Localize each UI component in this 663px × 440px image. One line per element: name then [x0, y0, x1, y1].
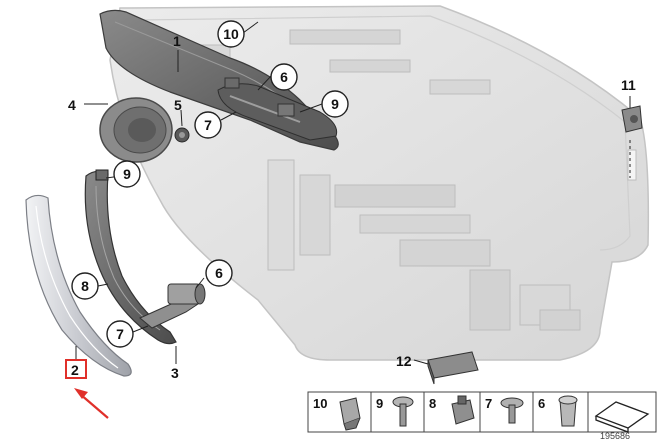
legend-clip-icon	[339, 397, 361, 431]
handle-mount-bracket	[139, 283, 206, 329]
callout-8: 8	[71, 272, 99, 300]
door-handle	[217, 77, 338, 141]
svg-text:9: 9	[123, 166, 131, 182]
label-part-5: 5	[174, 97, 182, 113]
svg-text:8: 8	[81, 278, 89, 294]
callout-6-lower: 6	[205, 259, 233, 287]
label-part-1: 1	[173, 33, 181, 49]
leader-lines	[75, 21, 631, 370]
callout-10: 10	[217, 20, 245, 48]
legend-label-9: 9	[376, 396, 383, 411]
pull-handle-bracket	[84, 169, 177, 345]
svg-text:9: 9	[331, 96, 339, 112]
legend-panel-symbol-icon	[594, 401, 650, 433]
svg-text:2: 2	[71, 362, 79, 378]
label-part-11: 11	[621, 77, 636, 93]
label-part-4: 4	[68, 97, 76, 113]
callout-7-lower: 7	[106, 320, 134, 348]
svg-text:10: 10	[223, 26, 239, 42]
label-part-3: 3	[171, 365, 179, 381]
legend-bolt-icon	[500, 397, 524, 424]
svg-text:6: 6	[215, 265, 223, 281]
legend-label-7: 7	[485, 396, 492, 411]
svg-text:7: 7	[204, 117, 212, 133]
silver-trim-strip	[25, 194, 132, 377]
svg-text:6: 6	[280, 69, 288, 85]
speaker-cover	[99, 97, 173, 163]
diagram-id: 195686	[600, 431, 630, 440]
clip-part-11	[621, 105, 643, 178]
legend-label-10: 10	[313, 396, 327, 411]
hardware-legend: 10 9 8 7 6	[307, 391, 657, 433]
legend-label-6: 6	[538, 396, 545, 411]
red-arrow-indicator	[74, 388, 109, 419]
label-part-12: 12	[396, 353, 412, 369]
legend-screw-icon	[392, 396, 414, 427]
callout-9-lower: 9	[113, 160, 141, 188]
callout-9-upper: 9	[321, 90, 349, 118]
svg-text:7: 7	[116, 326, 124, 342]
callout-6-upper: 6	[270, 63, 298, 91]
legend-label-8: 8	[429, 396, 436, 411]
clip-part-12	[427, 351, 479, 385]
clip-part-5	[174, 127, 190, 143]
legend-bracket-clip-icon	[451, 395, 475, 425]
legend-nut-insert-icon	[558, 395, 578, 427]
highlighted-label-part-2: 2	[65, 359, 87, 379]
callout-7-upper: 7	[194, 111, 222, 139]
